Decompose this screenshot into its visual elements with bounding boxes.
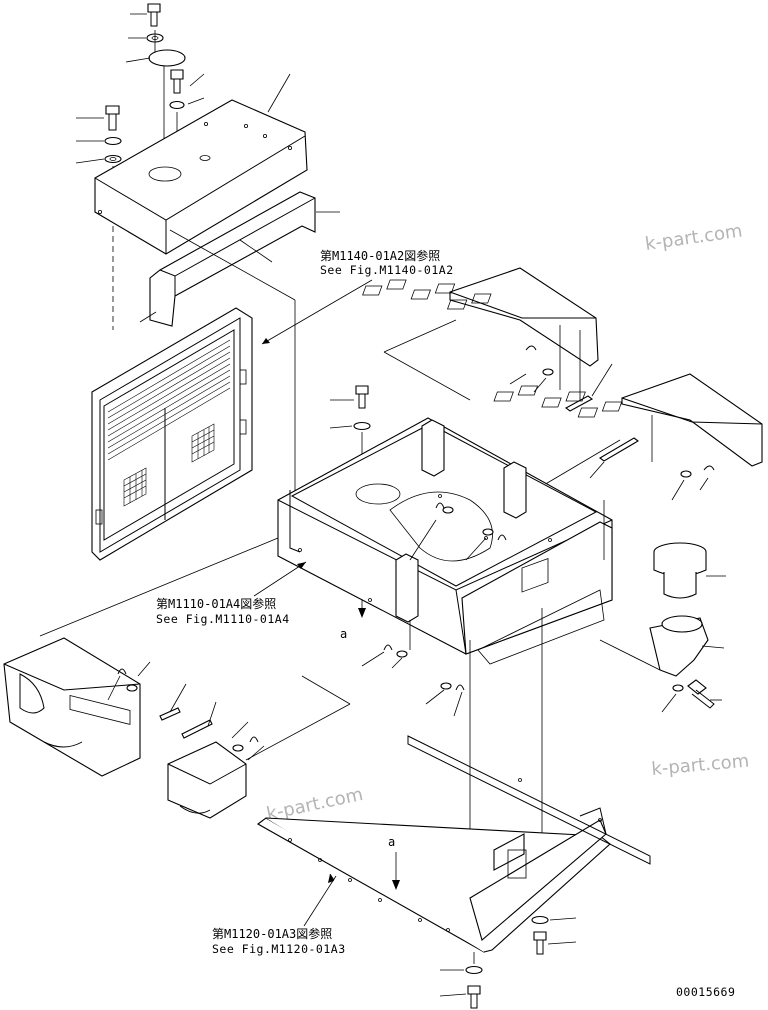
main-frame [277,417,613,665]
reference-en: See Fig.M1140-01A2 [320,263,454,277]
reference-jp: 第M1120-01A3図参照 [212,926,332,941]
top-cover [94,73,308,255]
arrow-label: a [388,835,395,849]
air-intake [599,542,726,713]
watermark: k-part.com [651,751,750,780]
section-arrow-a-upper: a [340,627,347,641]
bottom-fasteners [439,915,577,1009]
arrow-label: a [340,627,347,641]
base-frame [256,735,651,953]
drawing-number: 00015669 [676,985,735,999]
reference-en: See Fig.M1110-01A4 [156,612,290,626]
reference-jp: 第M1110-01A4図参照 [156,596,276,611]
step-plate-upper [362,267,613,412]
front-left-cover [3,537,279,777]
section-arrow-a-lower: a [388,835,400,890]
side-grille-panel [91,307,253,561]
small-brackets [159,683,217,739]
top-bolt-group [75,3,205,330]
step-plate-lower [493,373,763,501]
reference-m1110: 第M1110-01A4図参照 See Fig.M1110-01A4 [156,561,307,626]
handle-bar [139,191,340,327]
center-fasteners [361,620,465,717]
reference-m1120: 第M1120-01A3図参照 See Fig.M1120-01A3 [212,875,346,956]
reference-en: See Fig.M1120-01A3 [212,942,346,956]
reference-jp: 第M1140-01A2図参照 [320,248,440,263]
front-right-cover [167,675,351,819]
reference-m1140: 第M1140-01A2図参照 See Fig.M1140-01A2 [261,248,454,345]
watermark: k-part.com [644,221,744,255]
